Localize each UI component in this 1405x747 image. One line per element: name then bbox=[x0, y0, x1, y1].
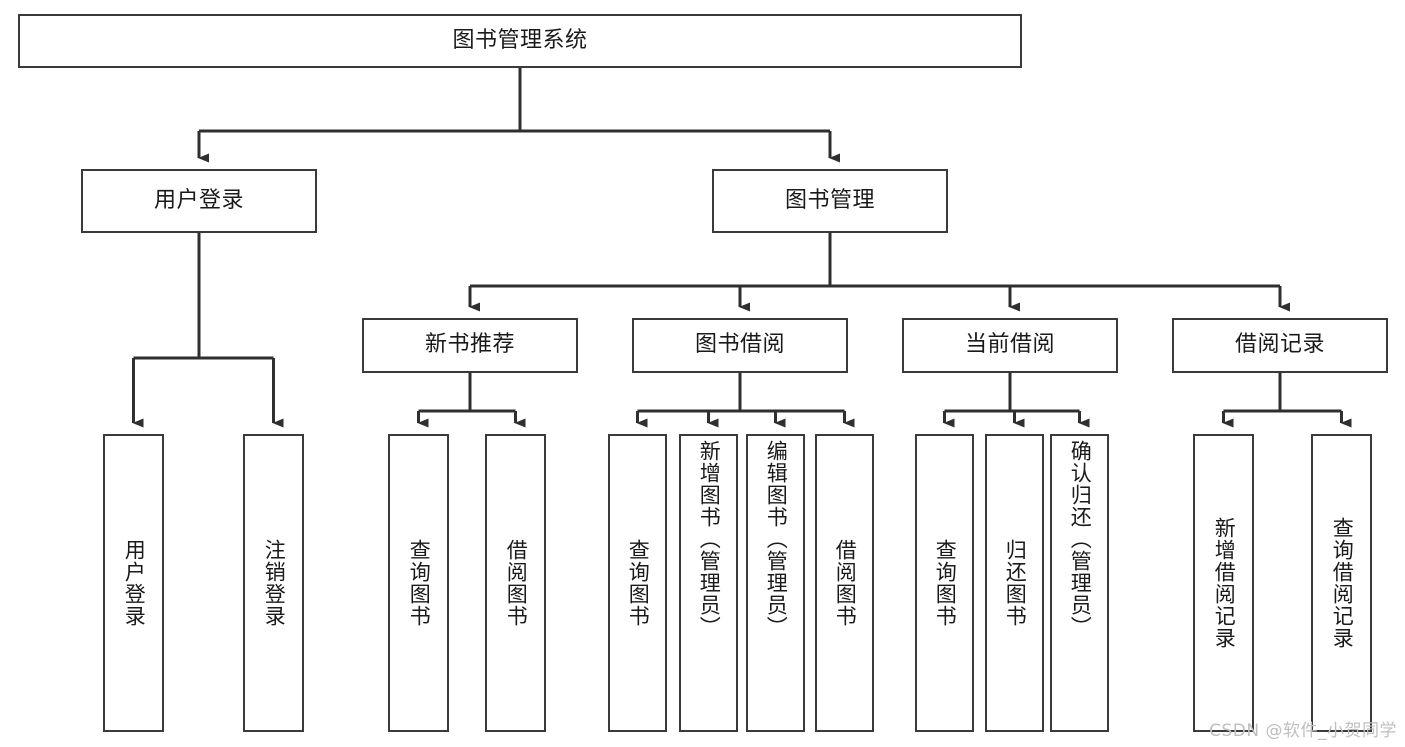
node-label: 注销登录 bbox=[262, 539, 287, 627]
node-leaf-nb-query[interactable]: 查询图书 bbox=[388, 434, 449, 732]
node-label: 查询图书 bbox=[626, 539, 651, 627]
node-borrow[interactable]: 图书借阅 bbox=[632, 318, 848, 373]
node-label: 借阅记录 bbox=[1234, 332, 1325, 358]
node-label: 确认归还（管理员） bbox=[1068, 440, 1093, 638]
node-label: 新增借阅记录 bbox=[1212, 517, 1237, 649]
node-label: 用户登录 bbox=[153, 187, 244, 213]
node-newbooks[interactable]: 新书推荐 bbox=[362, 318, 578, 373]
node-leaf-re-add[interactable]: 新增借阅记录 bbox=[1193, 434, 1254, 732]
node-label: 图书管理系统 bbox=[452, 27, 588, 53]
node-leaf-user-login[interactable]: 用户登录 bbox=[103, 434, 164, 732]
node-leaf-cu-confirm[interactable]: 确认归还（管理员） bbox=[1050, 434, 1109, 732]
node-label: 新增图书（管理员） bbox=[697, 440, 722, 638]
node-login[interactable]: 用户登录 bbox=[81, 169, 317, 233]
node-label: 查询图书 bbox=[933, 539, 958, 627]
node-leaf-bo-query[interactable]: 查询图书 bbox=[608, 434, 667, 732]
node-leaf-bo-edit[interactable]: 编辑图书（管理员） bbox=[746, 434, 805, 732]
node-label: 用户登录 bbox=[122, 539, 147, 627]
node-leaf-cu-return[interactable]: 归还图书 bbox=[985, 434, 1044, 732]
node-leaf-nb-borrow[interactable]: 借阅图书 bbox=[485, 434, 546, 732]
node-root[interactable]: 图书管理系统 bbox=[18, 14, 1022, 68]
node-label: 编辑图书（管理员） bbox=[764, 440, 789, 638]
node-label: 借阅图书 bbox=[833, 539, 858, 627]
node-label: 查询借阅记录 bbox=[1330, 517, 1355, 649]
node-leaf-re-query[interactable]: 查询借阅记录 bbox=[1311, 434, 1372, 732]
node-label: 归还图书 bbox=[1003, 539, 1028, 627]
node-bookmgmt[interactable]: 图书管理 bbox=[712, 169, 948, 233]
node-leaf-bo-borrow[interactable]: 借阅图书 bbox=[815, 434, 874, 732]
node-label: 图书管理 bbox=[784, 187, 875, 213]
node-leaf-cu-query[interactable]: 查询图书 bbox=[915, 434, 974, 732]
node-current[interactable]: 当前借阅 bbox=[902, 318, 1118, 373]
node-label: 新书推荐 bbox=[424, 332, 515, 358]
node-leaf-bo-add[interactable]: 新增图书（管理员） bbox=[679, 434, 738, 732]
node-label: 图书借阅 bbox=[694, 332, 785, 358]
csdn-watermark: CSDN @软件_小贺同学 bbox=[1209, 721, 1397, 741]
node-label: 借阅图书 bbox=[504, 539, 529, 627]
node-leaf-user-logout[interactable]: 注销登录 bbox=[243, 434, 304, 732]
node-label: 当前借阅 bbox=[964, 332, 1055, 358]
node-label: 查询图书 bbox=[407, 539, 432, 627]
node-records[interactable]: 借阅记录 bbox=[1172, 318, 1388, 373]
